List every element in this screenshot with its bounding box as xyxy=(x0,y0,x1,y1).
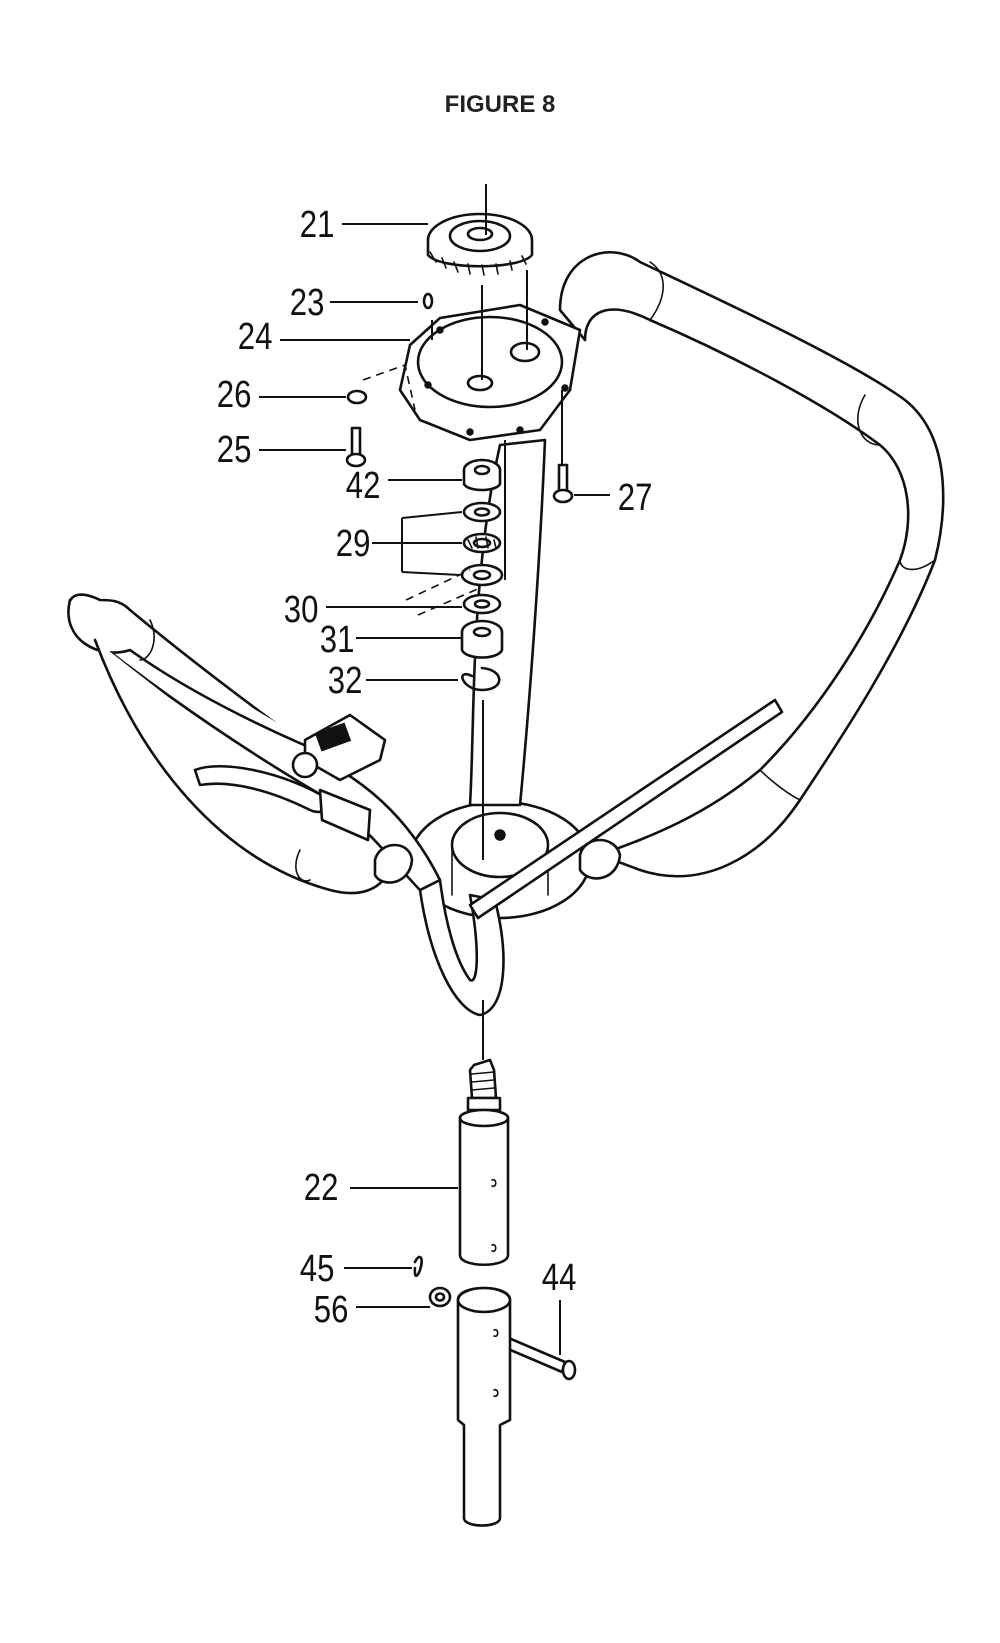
callout-45: 45 xyxy=(300,1248,335,1290)
drive-gear xyxy=(426,212,534,276)
assembly-axes xyxy=(362,184,563,1060)
small-parts xyxy=(345,292,577,1381)
callout-25: 25 xyxy=(217,429,252,471)
callout-21: 21 xyxy=(300,204,335,246)
callout-24: 24 xyxy=(238,316,273,358)
callout-29: 29 xyxy=(336,523,371,565)
callout-56: 56 xyxy=(314,1289,349,1331)
callout-31: 31 xyxy=(320,619,355,661)
callout-32: 32 xyxy=(328,660,363,702)
callout-26: 26 xyxy=(217,374,252,416)
callout-44: 44 xyxy=(542,1257,577,1299)
gear-housing xyxy=(398,303,582,442)
callout-23: 23 xyxy=(290,282,325,324)
callout-27: 27 xyxy=(618,477,653,519)
callouts: 21 23 24 26 25 42 27 29 30 31 32 22 45 5… xyxy=(217,204,653,1355)
output-shaft xyxy=(458,1058,510,1266)
figure-title: FIGURE 8 xyxy=(445,91,556,118)
auger-tube xyxy=(456,1286,512,1527)
callout-22: 22 xyxy=(304,1167,339,1209)
handle-frame xyxy=(67,250,945,1017)
callout-42: 42 xyxy=(346,465,381,507)
callout-30: 30 xyxy=(284,589,319,631)
